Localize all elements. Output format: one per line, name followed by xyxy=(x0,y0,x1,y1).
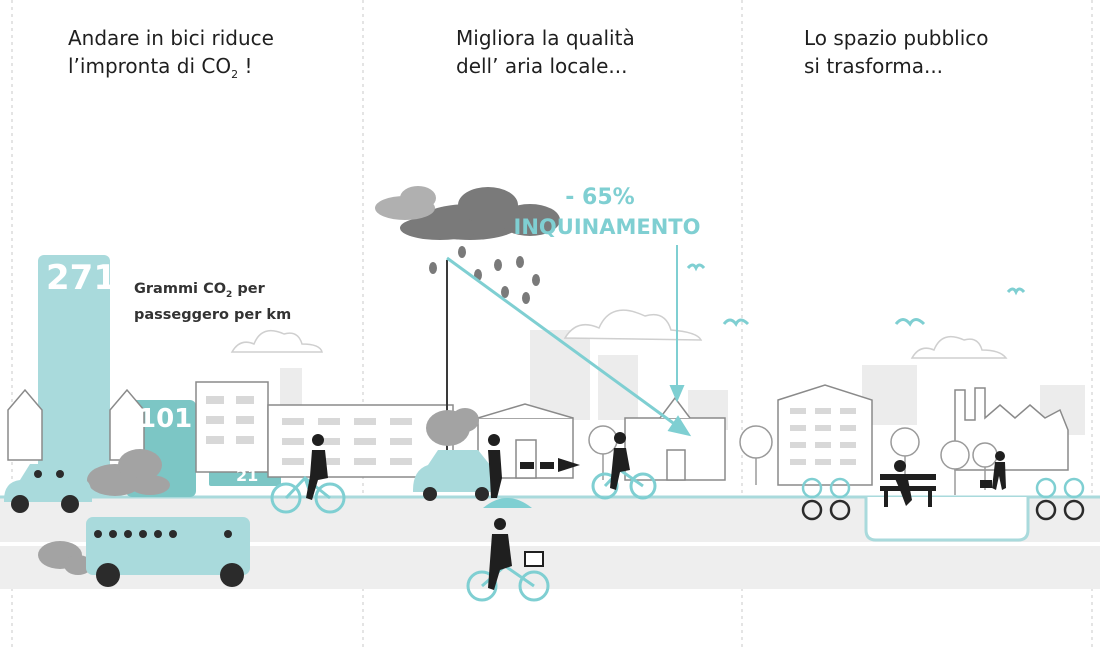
pollution-arrow-diagonal xyxy=(446,256,692,437)
person-with-dog xyxy=(980,451,1006,490)
emission-value-bus: 101 xyxy=(138,404,193,434)
house-left xyxy=(7,388,145,461)
emission-value-train: 21 xyxy=(236,466,259,485)
pedestrian xyxy=(488,434,502,498)
outline-cloud-1 xyxy=(230,309,1008,359)
emission-caption-line2: passeggero per km xyxy=(134,306,292,323)
light-cloud xyxy=(375,186,436,220)
car-middle xyxy=(413,450,498,501)
parked-bikes-dark xyxy=(801,499,1085,521)
car-left xyxy=(4,464,92,513)
panel3-heading-line1: Lo spazio pubblico xyxy=(804,26,989,50)
cyclist-panel2-rider xyxy=(610,432,630,490)
building-windows xyxy=(206,396,412,465)
trees xyxy=(588,425,998,495)
emission-bar-car xyxy=(38,255,110,497)
rain-cloud xyxy=(400,187,560,240)
panel3-windows xyxy=(790,408,856,465)
emission-value-car: 271 xyxy=(46,258,117,298)
birds xyxy=(686,263,1026,327)
cyclist-panel1-rider xyxy=(306,434,328,500)
pollution-percent: - 65% xyxy=(565,185,635,210)
panel3-heading-line2: si trasforma... xyxy=(804,54,944,78)
umbrella-rider xyxy=(483,498,544,590)
pollution-arrow-vertical xyxy=(669,245,685,403)
panel3-heading: Lo spazio pubblico si trasforma... xyxy=(804,24,989,80)
panel2-heading-line1: Migliora la qualità xyxy=(456,26,635,50)
parked-bikes xyxy=(801,477,1085,499)
cyclist-panel2 xyxy=(591,468,657,500)
emission-caption-line1: Grammi CO2 per xyxy=(134,281,265,300)
walking-direction-arrow xyxy=(520,458,580,472)
panel1-heading-line1: Andare in bici riduce xyxy=(68,26,274,50)
car-exhaust-smoke xyxy=(38,408,479,575)
park-basin xyxy=(864,497,1030,542)
raindrops xyxy=(429,246,540,304)
emission-caption: Grammi CO2 per passeggero per km xyxy=(134,279,291,325)
pollution-label: INQUINAMENTO xyxy=(513,215,701,239)
bus xyxy=(86,517,250,587)
panel2-heading-line2: dell’ aria locale... xyxy=(456,54,628,78)
park-bench xyxy=(880,460,936,507)
panel2-heading: Migliora la qualità dell’ aria locale... xyxy=(456,24,635,80)
panel1-heading-line2: l’impronta di CO2 ! xyxy=(68,54,253,81)
panel3-apartment xyxy=(777,384,873,486)
panel1-heading: Andare in bici riduce l’impronta di CO2 … xyxy=(68,24,274,89)
